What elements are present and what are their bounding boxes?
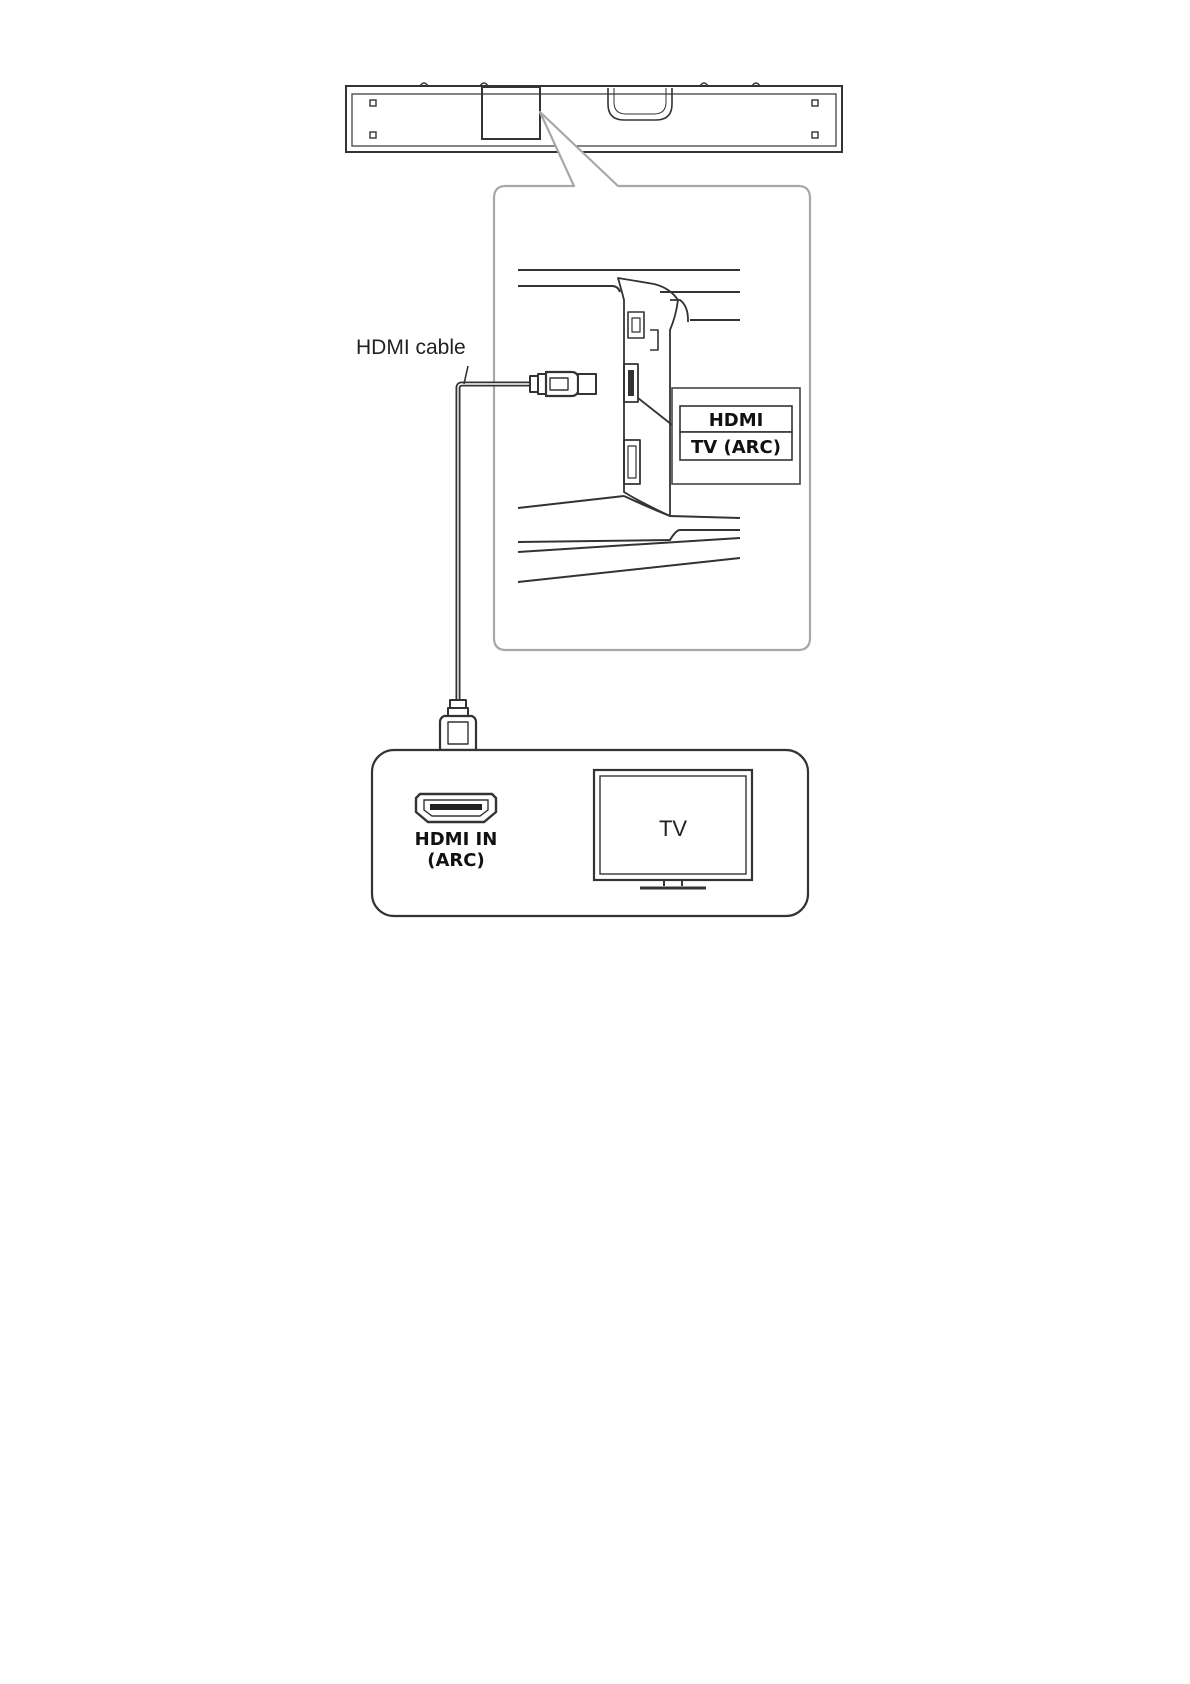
hdmi-cable-label: HDMI cable (356, 336, 466, 359)
soundbar-outer-body (346, 86, 842, 152)
panel-hdmi-arc-port-inner (628, 370, 634, 396)
port-label-hdmi: HDMI (709, 410, 764, 431)
hdmi-plug-strain-relief (448, 708, 468, 716)
tv-hdmi-in-label-line1: HDMI IN (415, 829, 498, 850)
hdmi-cable-label-leader (464, 366, 468, 384)
hdmi-plug-body (440, 716, 476, 750)
hdmi-plug-tip (578, 374, 596, 394)
tv-hdmi-port-pins (430, 804, 482, 810)
hdmi-plug-strain-relief (538, 374, 546, 394)
port-label-group: HDMI TV (ARC) (672, 388, 800, 484)
tv-screen-label: TV (659, 816, 687, 841)
tv-hdmi-in-port (416, 794, 496, 822)
hdmi-plug-soundbar-end (530, 372, 596, 396)
soundbar-rear-view (346, 83, 842, 152)
tv-panel: HDMI IN (ARC) TV (372, 750, 808, 916)
port-label-tv-arc: TV (ARC) (691, 437, 781, 458)
tv-hdmi-in-label-line2: (ARC) (427, 850, 484, 871)
hdmi-plug-body (546, 372, 578, 396)
